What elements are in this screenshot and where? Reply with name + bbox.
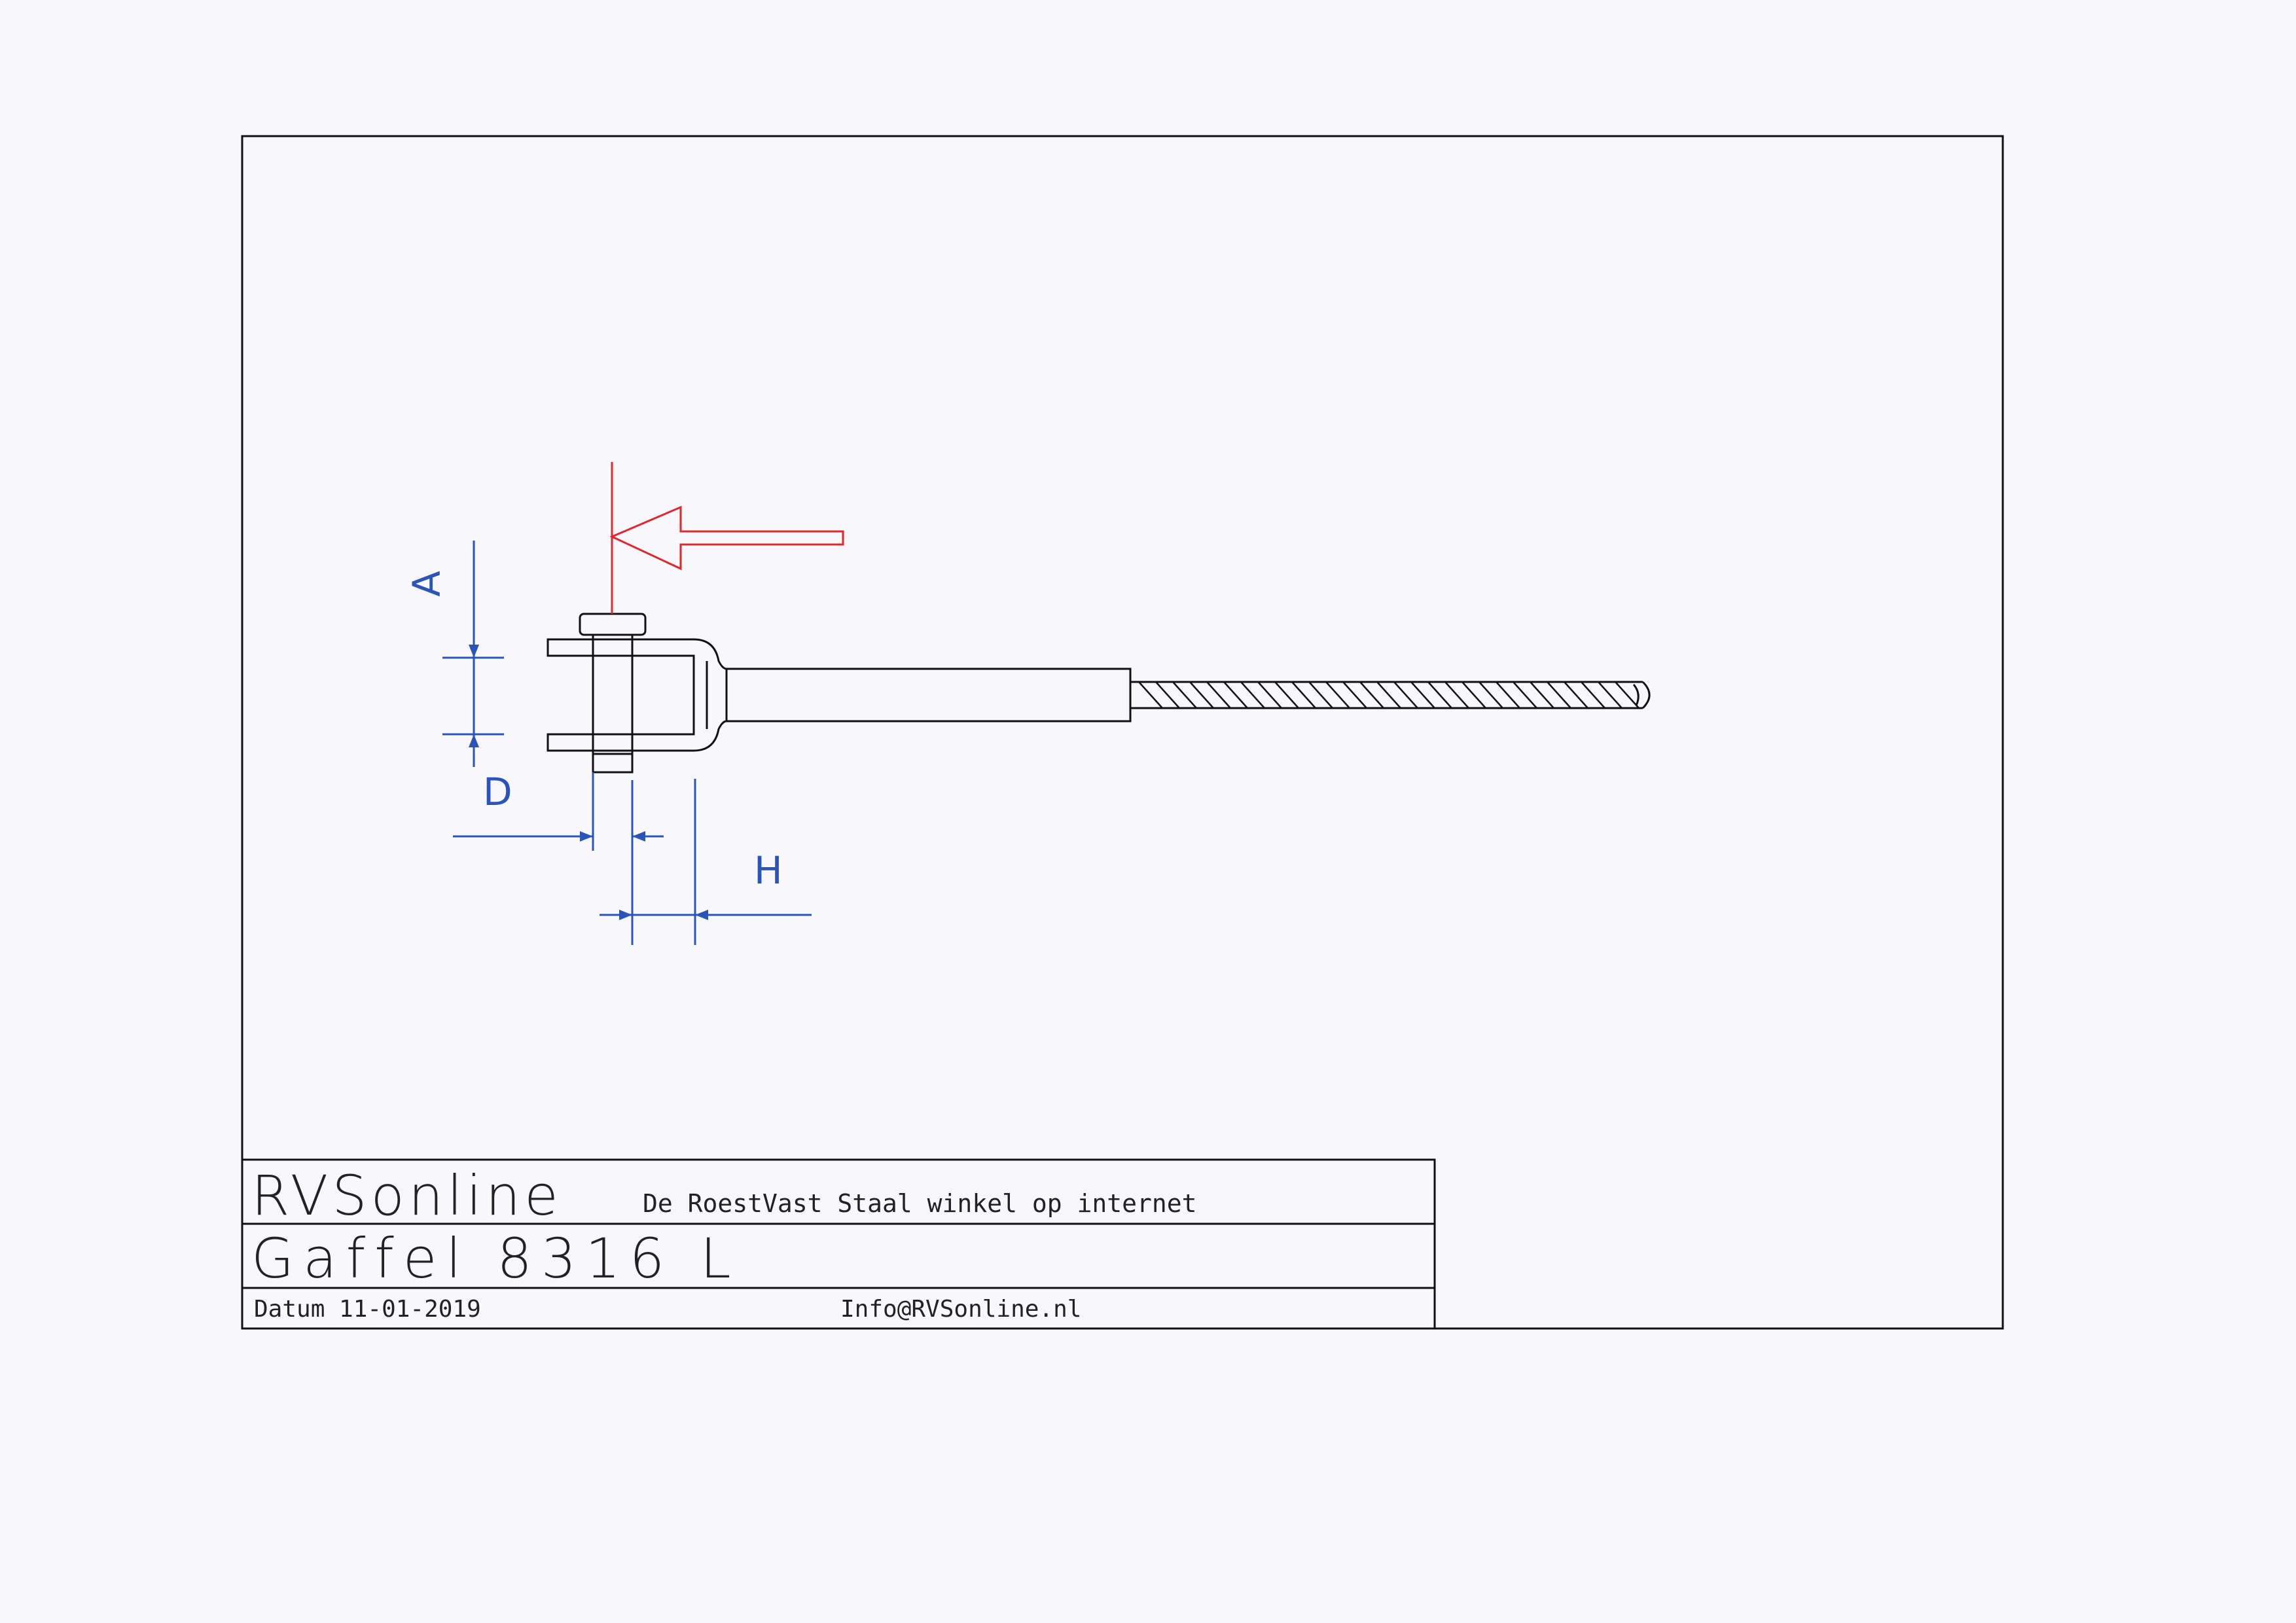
rope-strand-line [1291,681,1316,709]
rope-strand-line [1342,681,1367,709]
rope-strand-line [1547,681,1571,709]
rope-strand-line [1615,681,1640,709]
dimension-a: A [404,541,504,767]
dimension-d: D [453,770,664,945]
rope-strand-line [1513,681,1537,709]
wire-rope [1130,681,1651,709]
rope-strand-line [1325,681,1350,709]
pin-head [579,613,647,636]
rope-strand-line [1393,681,1418,709]
rope-strand-line [1308,681,1333,709]
rope-strand-line [1359,681,1384,709]
brand-name: RVSonline [251,1164,562,1228]
rope-strand-line [1172,681,1197,709]
dimension-label-d: D [483,770,512,814]
rope-strand-line [1223,681,1248,709]
indicator-arrow [609,462,844,614]
rope-strand-line [1581,681,1605,709]
rope-strand-line [1155,681,1180,709]
rope-strand-line [1376,681,1401,709]
drawing-frame [241,135,2004,1330]
rope-strand-line [1206,681,1231,709]
rope-strand-line [1274,681,1299,709]
wire-rope-hatch [1138,681,1640,709]
rope-strand-line [1530,681,1554,709]
rope-strand-line [1257,681,1282,709]
fork-jaw [547,638,728,752]
fork-terminal-drawing [547,613,1651,774]
rope-strand-line [1138,681,1163,709]
terminal-body [725,668,1132,722]
pin-shank [592,633,634,755]
rope-strand-line [1427,681,1452,709]
title-block: RVSonline De RoestVast Staal winkel op i… [241,1158,1436,1330]
rope-strand-line [1564,681,1588,709]
rope-strand-line [1479,681,1503,709]
rope-strand-line [1189,681,1214,709]
rope-strand-line [1444,681,1469,709]
rope-strand-line [1410,681,1435,709]
drawing-date: Datum 11-01-2019 [254,1296,481,1323]
dimension-label-h: H [754,848,783,893]
dimension-label-a: A [404,571,449,597]
dimension-h: H [600,779,812,945]
rope-strand-line [1598,681,1623,709]
rope-strand-line [1496,681,1520,709]
rope-strand-line [1462,681,1486,709]
contact-email: Info@RVSonline.nl [840,1296,1081,1323]
rope-strand-line [1240,681,1265,709]
pin-tail [592,753,634,774]
brand-tagline: De RoestVast Staal winkel op internet [643,1189,1196,1218]
part-title: Gaffel 8316 L [251,1226,740,1291]
